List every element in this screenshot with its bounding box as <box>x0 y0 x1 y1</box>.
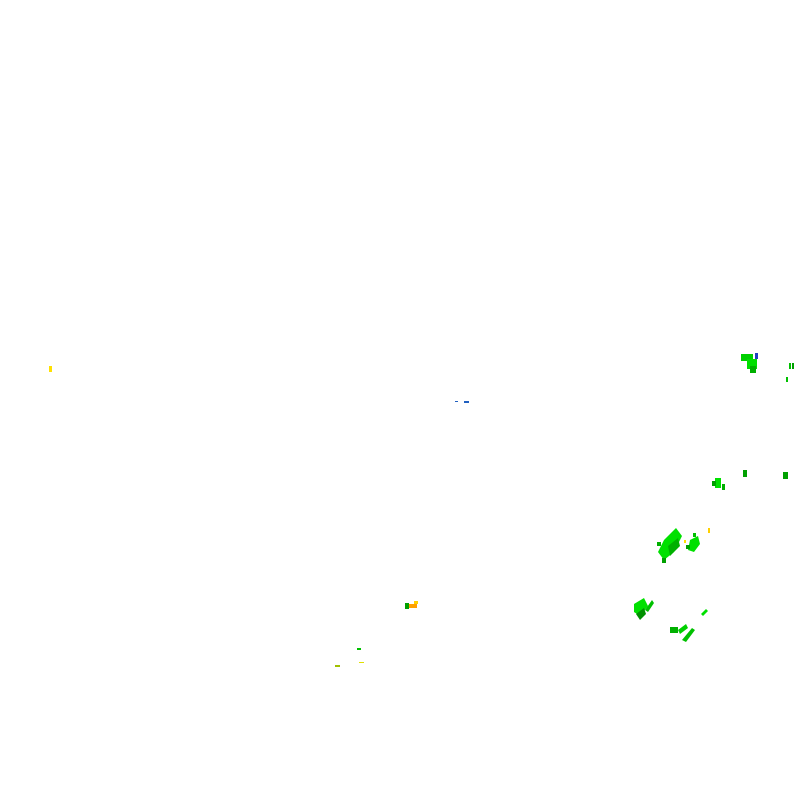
echo-cell-east-middle <box>715 478 721 488</box>
echo-cell-center <box>455 401 458 402</box>
echo-cell-center <box>464 401 469 403</box>
echo-cell-south-central <box>335 665 340 667</box>
echo-cell-southeast <box>636 608 646 620</box>
echo-cell-east-upper <box>741 354 753 361</box>
echo-cell-east-upper <box>792 363 794 369</box>
echo-cell-southeast <box>701 609 708 616</box>
echo-cell-southeast <box>693 533 696 537</box>
echo-cell-east-middle <box>783 472 788 479</box>
echo-cell-southeast <box>634 598 648 616</box>
echo-cell-southeast <box>657 542 661 546</box>
echo-cell-east-upper <box>755 353 758 359</box>
echo-cell-southeast <box>678 624 688 634</box>
echo-cell-southeast <box>662 558 666 563</box>
echo-cell-southeast <box>645 600 654 612</box>
echo-cell-east-middle <box>722 484 725 490</box>
echo-cell-south-central <box>405 603 409 609</box>
echo-cell-east-upper <box>789 363 791 369</box>
echo-cell-south-central <box>359 662 364 663</box>
echo-cell-east-upper <box>786 377 788 382</box>
echo-cell-southeast <box>670 627 678 633</box>
echo-cell-south-central <box>414 601 418 604</box>
echo-cell-south-central <box>357 648 361 650</box>
echo-cell-east-middle <box>712 481 716 486</box>
echo-cell-southeast <box>708 528 710 533</box>
echo-cell-southeast <box>658 528 682 560</box>
echo-cell-southeast <box>688 536 700 552</box>
echo-cell-southeast <box>686 545 690 549</box>
echo-cell-east-upper <box>747 359 757 369</box>
echo-cell-southeast <box>668 538 680 556</box>
echo-cell-east-upper <box>750 366 756 373</box>
echo-cell-south-central <box>409 604 417 608</box>
echo-cell-west <box>49 366 52 372</box>
echo-cell-southeast <box>684 540 686 543</box>
echo-cell-southeast <box>682 628 695 642</box>
echo-cell-east-middle <box>743 470 747 477</box>
